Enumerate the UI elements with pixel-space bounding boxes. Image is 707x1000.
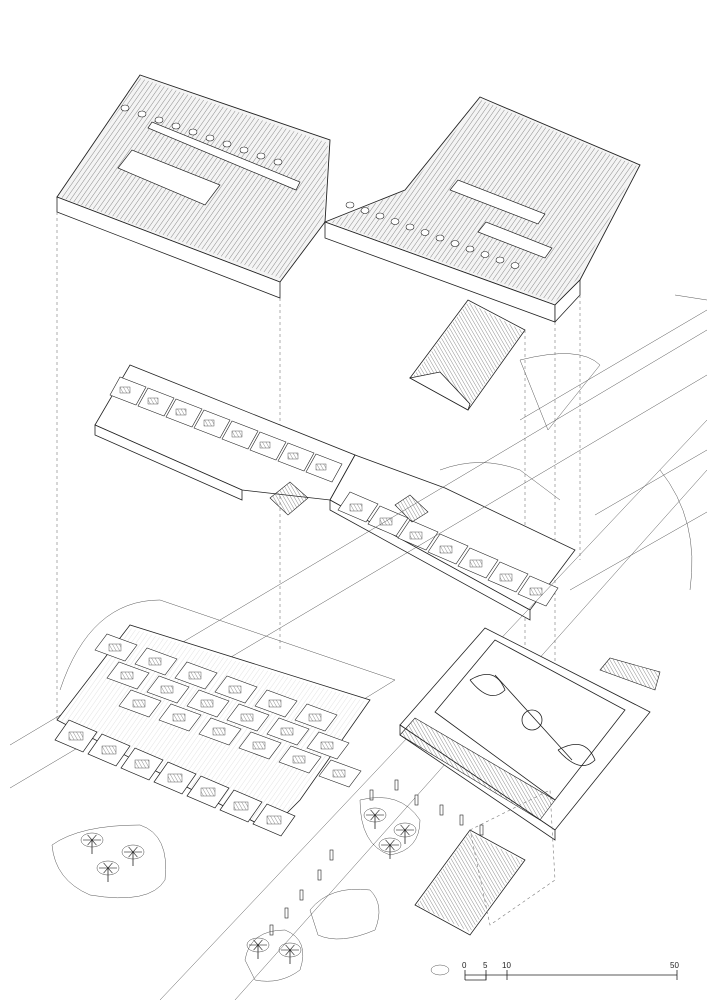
ground-level (9, 294, 707, 1000)
first-floor-level (94, 364, 576, 621)
scale-tick-0: 0 (462, 961, 467, 970)
ground-floor-rooms (94, 633, 362, 788)
trees (80, 807, 417, 964)
basketball-court (434, 639, 626, 801)
scale-bar: 0 5 10 50 (462, 961, 679, 981)
roof-level (56, 74, 641, 411)
scale-tick-10: 10 (502, 961, 511, 970)
scale-tick-50: 50 (670, 961, 679, 970)
scale-tick-5: 5 (483, 961, 488, 970)
first-floor-rooms (109, 376, 559, 607)
site-posts (269, 779, 484, 936)
roof-skylights (120, 104, 520, 269)
classroom-blocks (54, 719, 296, 837)
